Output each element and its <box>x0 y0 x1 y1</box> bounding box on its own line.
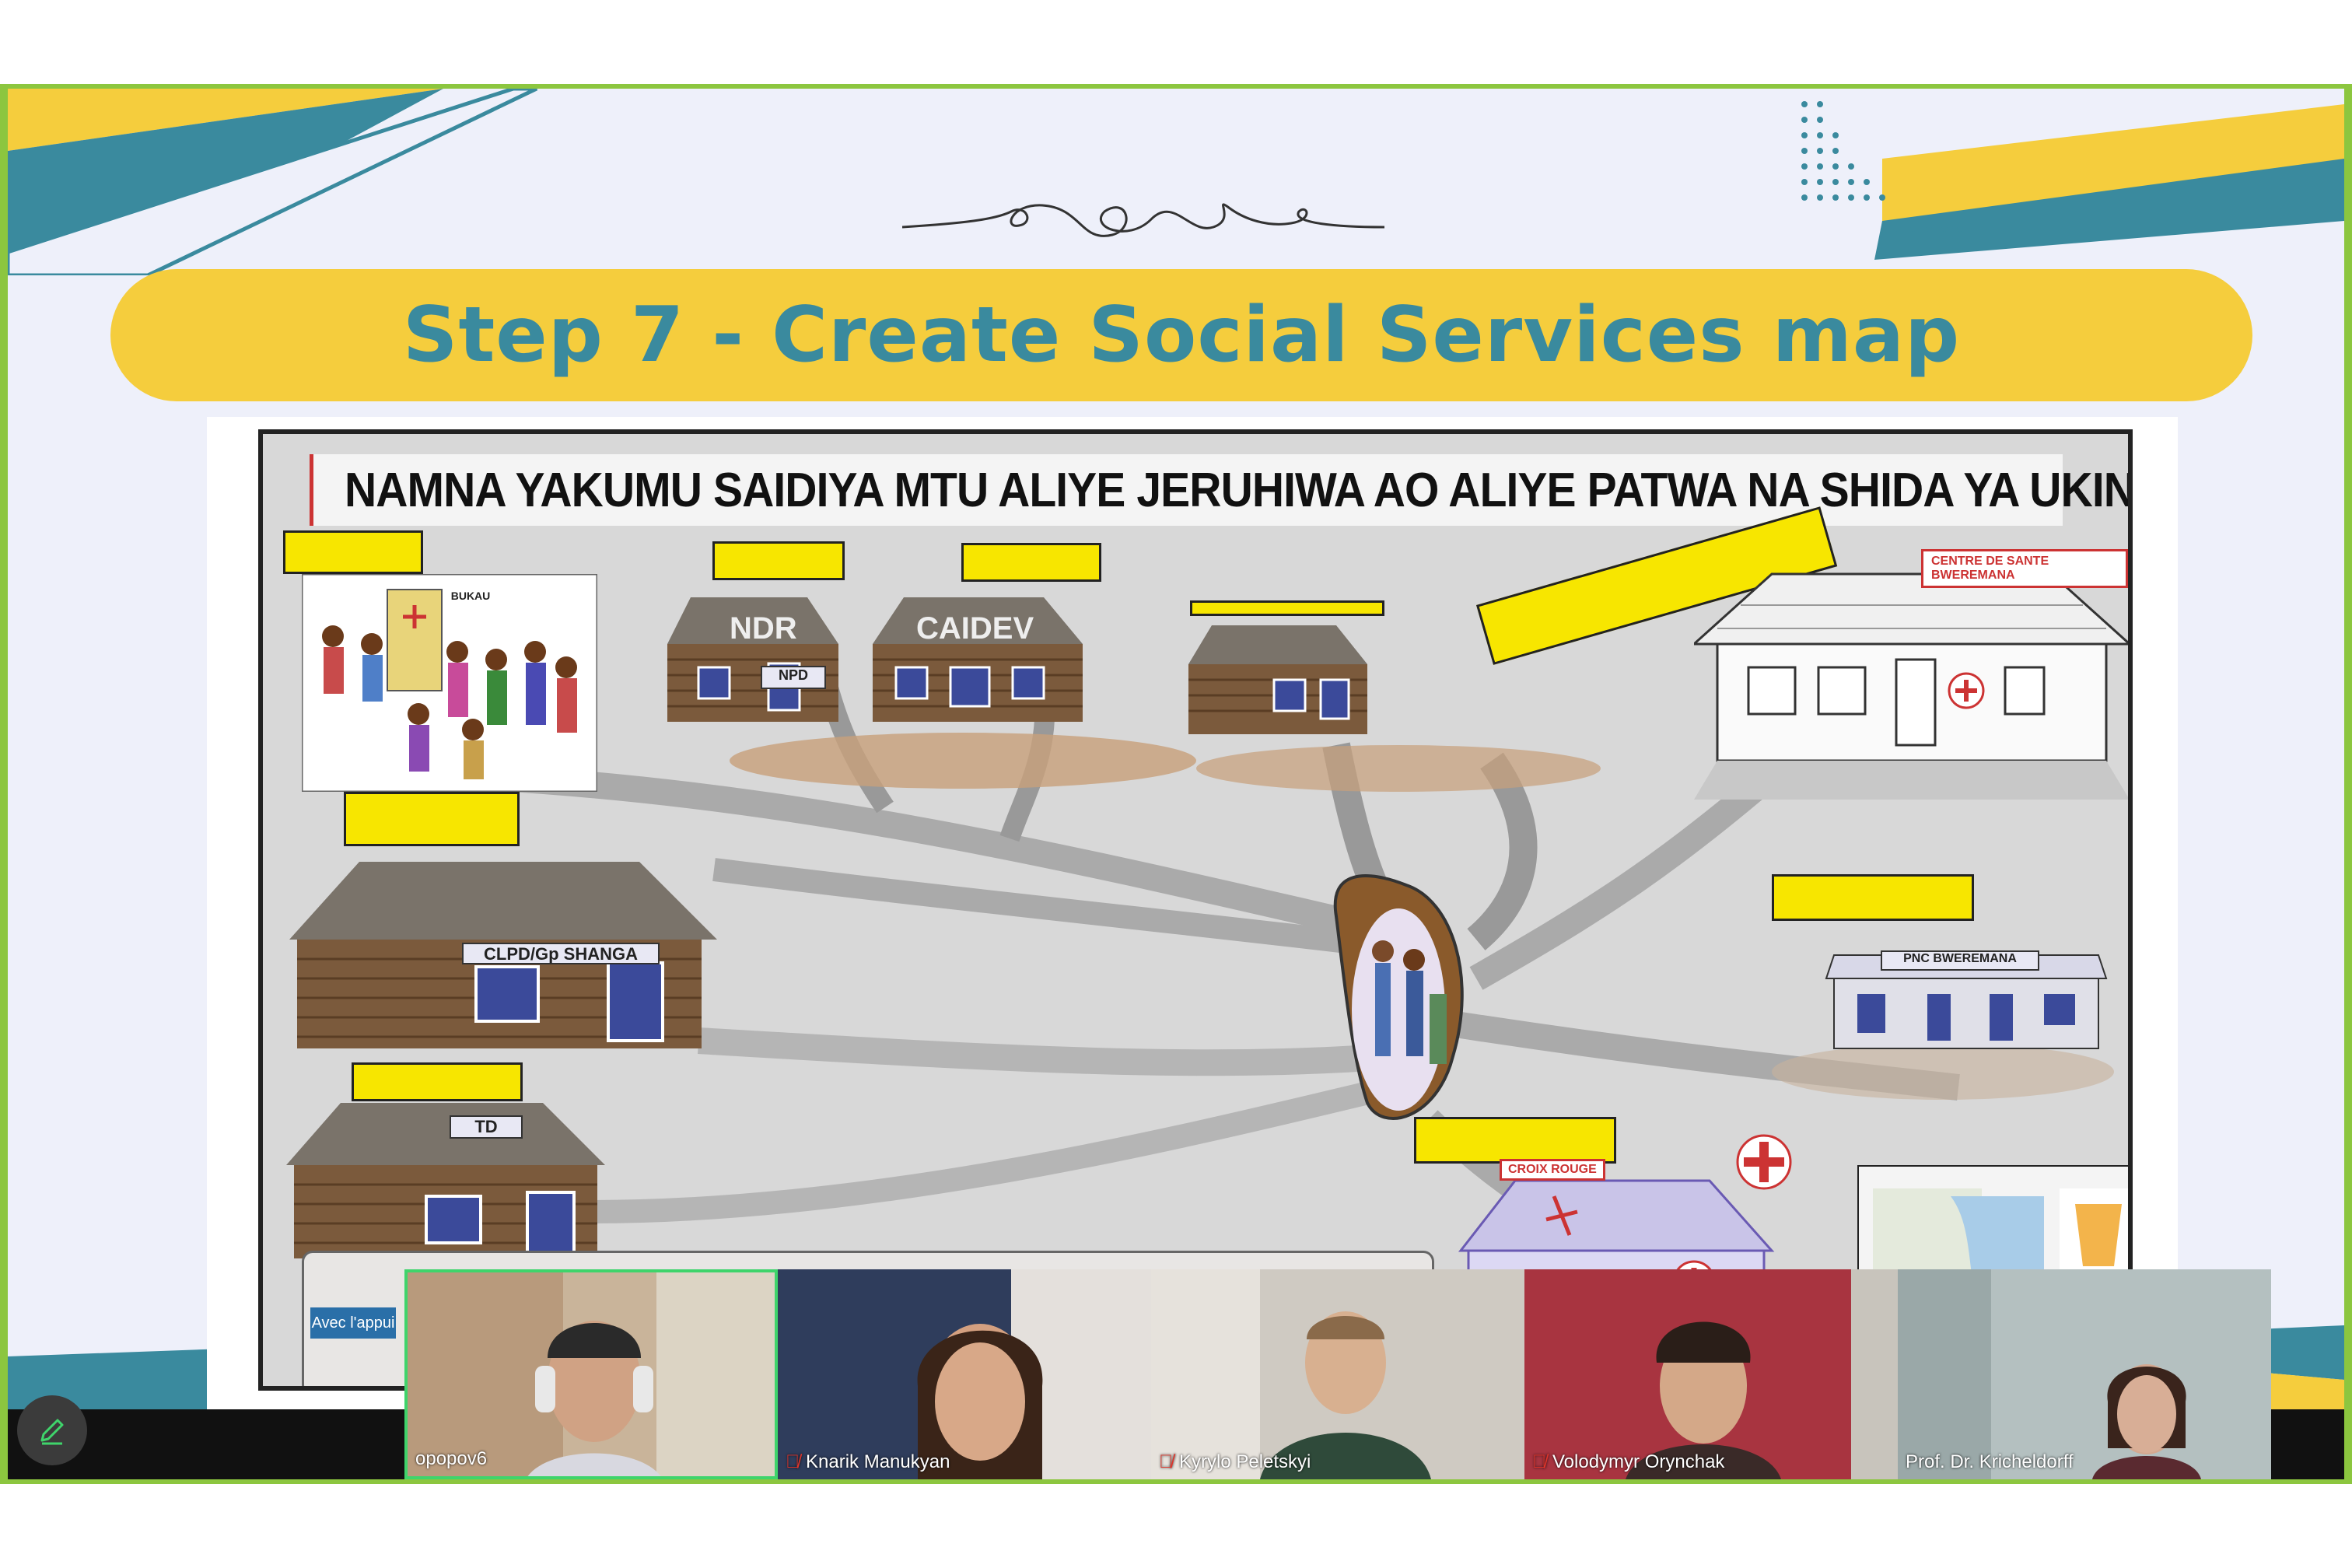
muted-microphone-icon: 🎙̸ <box>786 1451 800 1472</box>
house-td-plate: TD <box>450 1115 523 1139</box>
participant-video <box>1898 1269 2271 1479</box>
callout-clpd <box>344 792 520 846</box>
clinic-scene-illustration <box>302 574 597 792</box>
slide-title: Step 7 - Create Social Services map <box>402 291 1961 380</box>
participant-video <box>1524 1269 1898 1479</box>
callout-caidev <box>961 543 1101 582</box>
top-left-decoration <box>8 89 538 275</box>
house-caidev <box>873 597 1083 722</box>
house-clpd-plate: CLPD/Gp SHANGA <box>462 943 660 964</box>
participant-name-text: Kyrylo Peletskyi <box>1179 1451 1311 1472</box>
house-ndr-name: NDR <box>730 611 797 646</box>
participant-name-text: opopov6 <box>415 1448 488 1469</box>
callout-td <box>352 1062 523 1101</box>
muted-microphone-icon: 🎙̸ <box>1159 1451 1173 1472</box>
participant-name-text: Volodymyr Orynchak <box>1552 1451 1725 1472</box>
slide: Step 7 - Create Social Services map <box>8 89 2344 1478</box>
participant-tile[interactable]: 🎙̸ Volodymyr Orynchak <box>1524 1269 1898 1479</box>
annotate-button[interactable] <box>17 1395 87 1465</box>
participant-name: 🎙̸ Knarik Manukyan <box>786 1451 950 1473</box>
participant-tile[interactable]: 🎙̸ Kyrylo Peletskyi <box>1151 1269 1524 1479</box>
participant-video <box>408 1272 775 1476</box>
poster-heading: NAMNA YAKUMU SAIDIYA MTU ALIYE JERUHIWA … <box>310 454 2128 526</box>
pencil-icon <box>40 1419 64 1445</box>
participant-name: opopov6 <box>415 1448 487 1470</box>
participant-tile[interactable]: 🎙̸ Knarik Manukyan <box>778 1269 1151 1479</box>
muted-microphone-icon: 🎙̸ <box>1532 1451 1546 1472</box>
slide-frame: Step 7 - Create Social Services map <box>0 84 2352 1484</box>
poster-heading-text: NAMNA YAKUMU SAIDIYA MTU ALIYE JERUHIWA … <box>345 463 2133 517</box>
police-station-sign: PNC BWEREMANA <box>1881 950 2039 971</box>
house-ndr-plate: NPD <box>761 666 826 689</box>
participant-name: Prof. Dr. Kricheldorff <box>1906 1451 2074 1473</box>
participant-video <box>1151 1269 1524 1479</box>
participant-name: 🎙̸ Volodymyr Orynchak <box>1532 1451 1724 1473</box>
participant-name-text: Prof. Dr. Kricheldorff <box>1906 1451 2074 1472</box>
poster-footer-button: Avec l'appui <box>310 1307 396 1339</box>
participant-tile[interactable]: opopov6 <box>404 1269 778 1479</box>
participant-name: 🎙̸ Kyrylo Peletskyi <box>1159 1451 1311 1473</box>
top-right-decoration <box>1801 101 2344 260</box>
house-top-center <box>1188 625 1367 734</box>
house-ndr <box>667 597 838 722</box>
participant-tile[interactable]: Prof. Dr. Kricheldorff <box>1898 1269 2271 1479</box>
callout-top-center <box>1190 600 1384 616</box>
social-services-poster: NAMNA YAKUMU SAIDIYA MTU ALIYE JERUHIWA … <box>258 429 2133 1391</box>
participant-video-strip: opopov6 🎙̸ Knarik Manukyan 🎙̸ Kyrylo Pelet… <box>404 1269 2271 1479</box>
red-cross-sign: CROIX ROUGE <box>1500 1159 1605 1181</box>
house-caidev-name: CAIDEV <box>916 611 1034 646</box>
participant-video <box>778 1269 1151 1479</box>
poster-roads <box>464 664 2114 1223</box>
callout-ndr <box>712 541 845 580</box>
slide-title-banner: Step 7 - Create Social Services map <box>110 269 2252 401</box>
callout-red-cross <box>1414 1117 1616 1164</box>
ornament-swirl <box>902 203 1384 237</box>
clinic-sign: BUKAU <box>443 590 498 608</box>
red-cross-icon <box>1736 1134 1792 1190</box>
house-clpd <box>289 862 717 1048</box>
health-centre-building <box>1694 572 2128 800</box>
house-td <box>286 1103 605 1258</box>
callout-clinic <box>283 530 423 574</box>
participant-name-text: Knarik Manukyan <box>806 1451 950 1472</box>
health-centre-sign: CENTRE DE SANTE BWEREMANA <box>1921 549 2128 588</box>
callout-police <box>1772 874 1974 921</box>
poster-image-card: NAMNA YAKUMU SAIDIYA MTU ALIYE JERUHIWA … <box>207 417 2178 1412</box>
